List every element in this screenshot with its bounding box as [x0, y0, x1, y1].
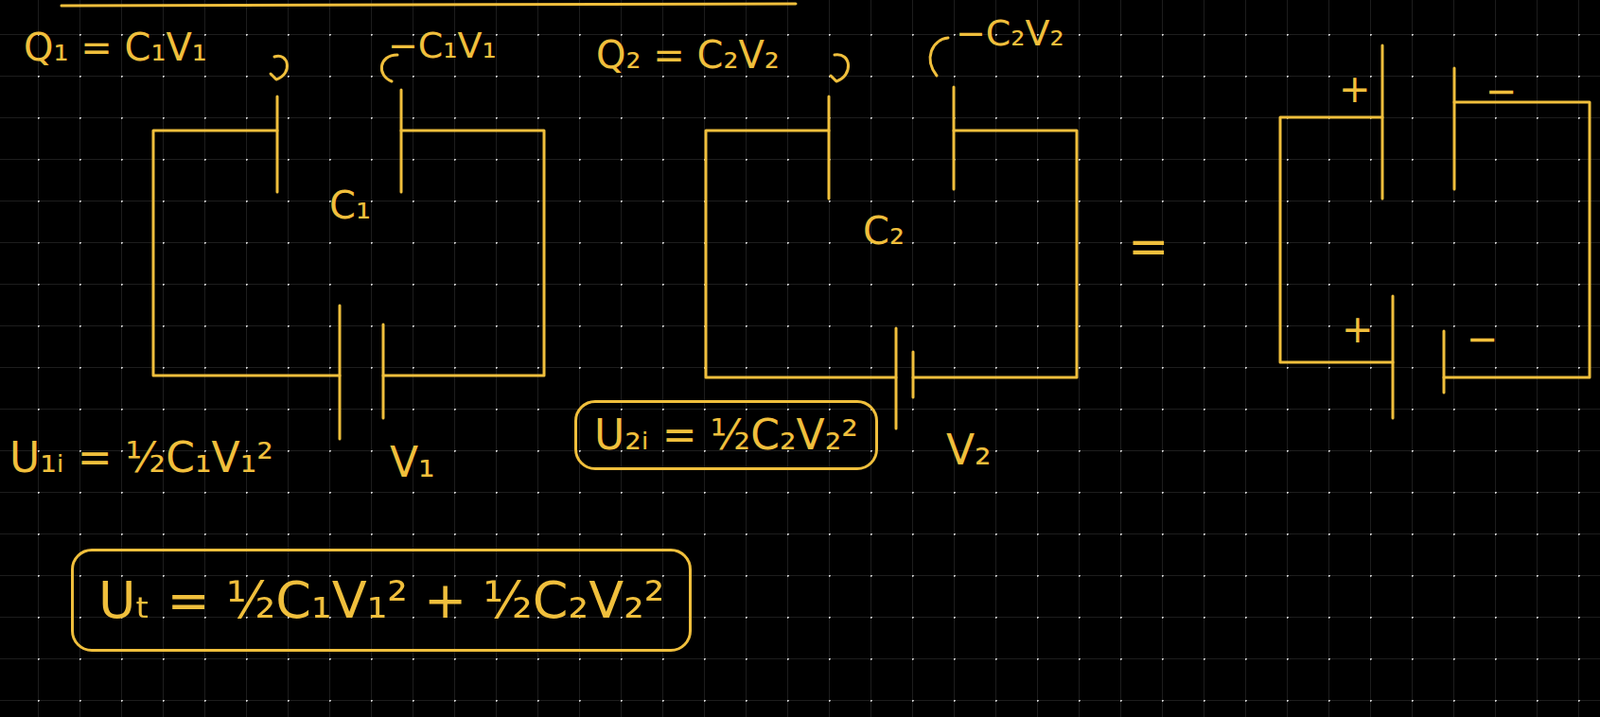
charge-label: −C₂V₂: [955, 14, 1065, 54]
formula-label: Q₂ = C₂V₂: [596, 34, 780, 76]
capacitor-label: C₂: [862, 210, 905, 252]
equivalence-sign: =: [1127, 219, 1170, 274]
formula-text: U₂ᵢ = ½C₂V₂²: [594, 412, 859, 458]
charge-label: −C₁V₁: [387, 26, 497, 67]
polarity-sign: −: [1466, 317, 1499, 360]
voltage-label: V₂: [946, 427, 992, 474]
voltage-label: V₁: [389, 439, 436, 486]
polarity-sign: −: [1485, 70, 1518, 112]
total-energy-box: Uₜ = ½C₁V₁² + ½C₂V₂²: [70, 548, 692, 652]
formula-label: Q₁ = C₁V₁: [23, 26, 208, 69]
formula-text: Uₜ = ½C₁V₁² + ½C₂V₂²: [98, 572, 665, 629]
polarity-sign: +: [1341, 308, 1374, 351]
energy-formula: U₁ᵢ = ½C₁V₁²: [9, 435, 274, 481]
energy-box: U₂ᵢ = ½C₂V₂²: [574, 400, 879, 471]
capacitor-label: C₁: [329, 184, 371, 227]
polarity-sign: +: [1338, 68, 1372, 110]
